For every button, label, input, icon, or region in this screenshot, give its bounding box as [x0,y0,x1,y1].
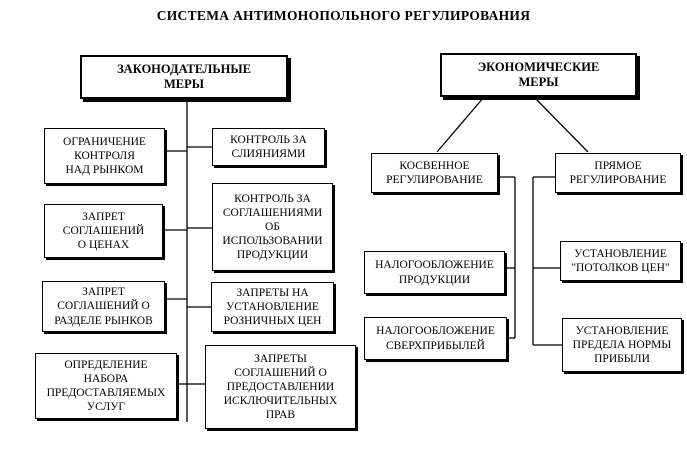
product-use-agreements-control-box: КОНТРОЛЬ ЗА СОГЛАШЕНИЯМИ ОБ ИСПОЛЬЗОВАНИ… [212,183,333,271]
box-label: КОСВЕННОЕ РЕГУЛИРОВАНИЕ [386,159,483,186]
box-label: ЗАПРЕТЫ НА УСТАНОВЛЕНИЕ РОЗНИЧНЫХ ЦЕН [223,286,322,327]
exclusive-rights-ban-box: ЗАПРЕТЫ СОГЛАШЕНИЙ О ПРЕДОСТАВЛЕНИИ ИСКЛ… [205,345,356,429]
economic-measures-header: ЭКОНОМИЧЕСКИЕ МЕРЫ [440,53,637,97]
price-ceilings-box: УСТАНОВЛЕНИЕ "ПОТОЛКОВ ЦЕН" [560,241,681,281]
diagram-title: СИСТЕМА АНТИМОНОПОЛЬНОГО РЕГУЛИРОВАНИЯ [156,8,531,23]
product-taxation-box: НАЛОГООБЛОЖЕНИЕ ПРОДУКЦИИ [364,251,505,294]
box-label: НАЛОГООБЛОЖЕНИЕ ПРОДУКЦИИ [375,259,494,286]
services-set-definition-box: ОПРЕДЕЛЕНИЕ НАБОРА ПРЕДОСТАВЛЯЕМЫХ УСЛУГ [35,353,177,419]
indirect-regulation-box: КОСВЕННОЕ РЕГУЛИРОВАНИЕ [371,153,498,193]
economic-measures-header-label: ЭКОНОМИЧЕСКИЕ МЕРЫ [477,59,600,89]
box-label: УСТАНОВЛЕНИЕ "ПОТОЛКОВ ЦЕН" [571,247,670,274]
direct-regulation-box: ПРЯМОЕ РЕГУЛИРОВАНИЕ [555,153,681,193]
legislative-measures-header: ЗАКОНОДАТЕЛЬНЫЕ МЕРЫ [80,55,288,99]
excess-profit-taxation-box: НАЛОГООБЛОЖЕНИЕ СВЕРХПРИБЫЛЕЙ [364,317,507,360]
box-label: УСТАНОВЛЕНИЕ ПРЕДЕЛА НОРМЫ ПРИБЫЛИ [572,324,672,365]
box-label: НАЛОГООБЛОЖЕНИЕ СВЕРХПРИБЫЛЕЙ [376,325,495,352]
retail-price-setting-ban-box: ЗАПРЕТЫ НА УСТАНОВЛЕНИЕ РОЗНИЧНЫХ ЦЕН [211,282,334,332]
market-control-limitation-box: ОГРАНИЧЕНИЕ КОНТРОЛЯ НАД РЫНКОМ [44,128,165,184]
box-label: ЗАПРЕТЫ СОГЛАШЕНИЙ О ПРЕДОСТАВЛЕНИИ ИСКЛ… [223,352,338,422]
box-label: ОГРАНИЧЕНИЕ КОНТРОЛЯ НАД РЫНКОМ [63,135,146,176]
box-label: КОНТРОЛЬ ЗА СЛИЯНИЯМИ [230,133,307,160]
legislative-measures-header-label: ЗАКОНОДАТЕЛЬНЫЕ МЕРЫ [117,61,251,91]
profit-rate-limit-box: УСТАНОВЛЕНИЕ ПРЕДЕЛА НОРМЫ ПРИБЫЛИ [562,318,682,372]
merger-control-box: КОНТРОЛЬ ЗА СЛИЯНИЯМИ [212,128,325,166]
box-label: ОПРЕДЕЛЕНИЕ НАБОРА ПРЕДОСТАВЛЯЕМЫХ УСЛУГ [46,358,166,414]
market-division-ban-box: ЗАПРЕТ СОГЛАШЕНИЙ О РАЗДЕЛЕ РЫНКОВ [42,281,165,332]
box-label: ЗАПРЕТ СОГЛАШЕНИЙ О ЦЕНАХ [62,210,145,251]
box-label: ЗАПРЕТ СОГЛАШЕНИЙ О РАЗДЕЛЕ РЫНКОВ [54,286,153,327]
economic-diagonal-line [533,96,589,153]
box-label: КОНТРОЛЬ ЗА СОГЛАШЕНИЯМИ ОБ ИСПОЛЬЗОВАНИ… [222,192,323,262]
economic-diagonal-line [436,96,485,153]
price-agreements-ban-box: ЗАПРЕТ СОГЛАШЕНИЙ О ЦЕНАХ [44,204,163,258]
box-label: ПРЯМОЕ РЕГУЛИРОВАНИЕ [569,159,667,186]
